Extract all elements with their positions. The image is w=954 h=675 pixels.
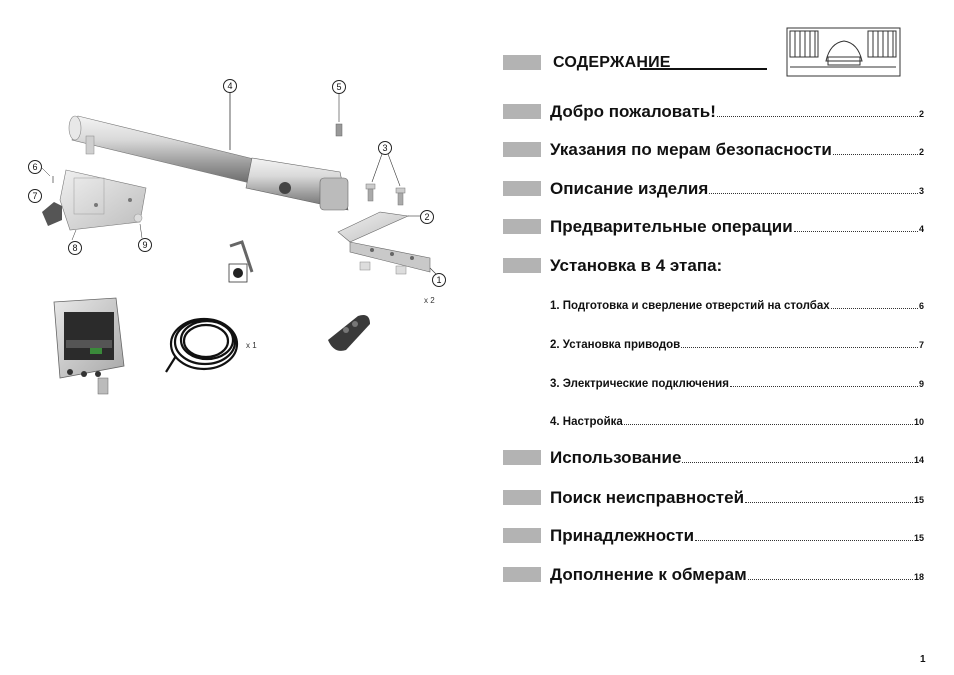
toc-entry[interactable]: Добро пожаловать! 2: [503, 102, 924, 122]
toc-entry[interactable]: Предварительные операции 4: [503, 217, 924, 237]
toc-entry[interactable]: 3. Электрические подключения 9: [503, 374, 924, 394]
toc-entry-marker: [503, 490, 541, 505]
toc-entry[interactable]: 2. Установка приводов 7: [503, 335, 924, 355]
callout-4: 4: [223, 79, 237, 93]
control-box-illustration: [53, 297, 125, 395]
toc-entry-marker: [503, 104, 541, 119]
callout-2: 2: [420, 210, 434, 224]
toc-entry-label: 3. Электрические подключения: [550, 378, 729, 390]
toc-dot-leader: [681, 346, 918, 348]
toc-entry-label: 1. Подготовка и сверление отверстий на с…: [550, 300, 830, 312]
allen-key-illustration: [228, 240, 254, 283]
toc-entry-marker: [503, 181, 541, 196]
toc-dot-leader: [623, 423, 913, 425]
toc-entry-page: 6: [918, 301, 924, 311]
toc-entry[interactable]: Поиск неисправностей 15: [503, 488, 924, 508]
callout-3: 3: [378, 141, 392, 155]
callout-9: 9: [138, 238, 152, 252]
callout-5: 5: [332, 80, 346, 94]
callout-7: 7: [28, 189, 42, 203]
page-number: 1: [920, 654, 926, 665]
toc-dot-leader: [695, 539, 913, 541]
toc-entry-label: 2. Установка приводов: [550, 339, 681, 351]
toc-entry-page: 9: [918, 379, 924, 389]
pin-illustration: [335, 123, 343, 137]
toc-entry-label: Принадлежности: [550, 526, 695, 545]
quantity-brackets: x 2: [424, 296, 435, 305]
toc-entry-label: Описание изделия: [550, 179, 709, 198]
bolts-illustration: [365, 153, 406, 206]
toc-dot-leader: [747, 578, 913, 580]
toc-dot-leader: [682, 461, 913, 463]
toc-entry[interactable]: Установка в 4 этапа:: [503, 256, 924, 276]
toc-dot-leader: [709, 192, 918, 194]
toc-title: СОДЕРЖАНИЕ: [553, 54, 671, 71]
toc-entry-label: Использование: [550, 448, 682, 467]
toc-entry-page: 2: [918, 147, 924, 157]
bracket-illustration: [337, 211, 437, 275]
callout-6: 6: [28, 160, 42, 174]
toc-dot-leader: [793, 230, 918, 232]
toc-dot-leader: [745, 501, 913, 503]
toc-entry[interactable]: Принадлежности 15: [503, 526, 924, 546]
toc-entry-marker: [503, 219, 541, 234]
cable-coil-illustration: [165, 317, 239, 373]
toc-entry-page: 10: [913, 417, 924, 427]
toc-dot-leader: [832, 153, 918, 155]
toc-dot-leader: [716, 115, 918, 117]
callout-8: 8: [68, 241, 82, 255]
remote-control-illustration: [328, 315, 370, 351]
toc-entry[interactable]: 4. Настройка 10: [503, 412, 924, 432]
toc-entry-label: Установка в 4 этапа:: [550, 256, 723, 275]
toc-entry-page: 18: [913, 572, 924, 582]
toc-entry[interactable]: 1. Подготовка и сверление отверстий на с…: [503, 296, 924, 316]
toc-entry[interactable]: Дополнение к обмерам 18: [503, 565, 924, 585]
toc-entry-marker: [503, 528, 541, 543]
toc-entry[interactable]: Указания по мерам безопасности 2: [503, 140, 924, 160]
toc-entry[interactable]: Использование 14: [503, 448, 924, 468]
toc-entry-marker: [503, 258, 541, 273]
toc-title-marker: [503, 55, 541, 70]
quantity-cable: x 1: [246, 341, 257, 350]
toc-entry-page: 15: [913, 533, 924, 543]
toc-entry[interactable]: Описание изделия 3: [503, 179, 924, 199]
toc-entry-page: 14: [913, 455, 924, 465]
toc-entry-page: 7: [918, 340, 924, 350]
gate-car-icon: [786, 27, 901, 77]
toc-entry-marker: [503, 450, 541, 465]
toc-entry-label: 4. Настройка: [550, 416, 623, 428]
toc-entry-page: 15: [913, 495, 924, 505]
toc-entry-label: Добро пожаловать!: [550, 102, 716, 121]
toc-entry-page: 3: [918, 186, 924, 196]
mounting-plate-illustration: [41, 167, 147, 241]
actuator-illustration: [68, 90, 349, 211]
toc-entry-label: Предварительные операции: [550, 217, 793, 236]
toc-dot-leader: [729, 385, 918, 387]
callout-1: 1: [432, 273, 446, 287]
toc-entry-page: 2: [918, 109, 924, 119]
title-underline: [640, 68, 767, 70]
toc-entry-marker: [503, 567, 541, 582]
toc-entry-label: Дополнение к обмерам: [550, 565, 747, 584]
toc-dot-leader: [830, 307, 918, 309]
parts-diagram: [41, 90, 437, 395]
toc-entry-label: Поиск неисправностей: [550, 488, 745, 507]
toc-entry-marker: [503, 142, 541, 157]
toc-entry-page: 4: [918, 224, 924, 234]
toc-entry-label: Указания по мерам безопасности: [550, 140, 832, 159]
